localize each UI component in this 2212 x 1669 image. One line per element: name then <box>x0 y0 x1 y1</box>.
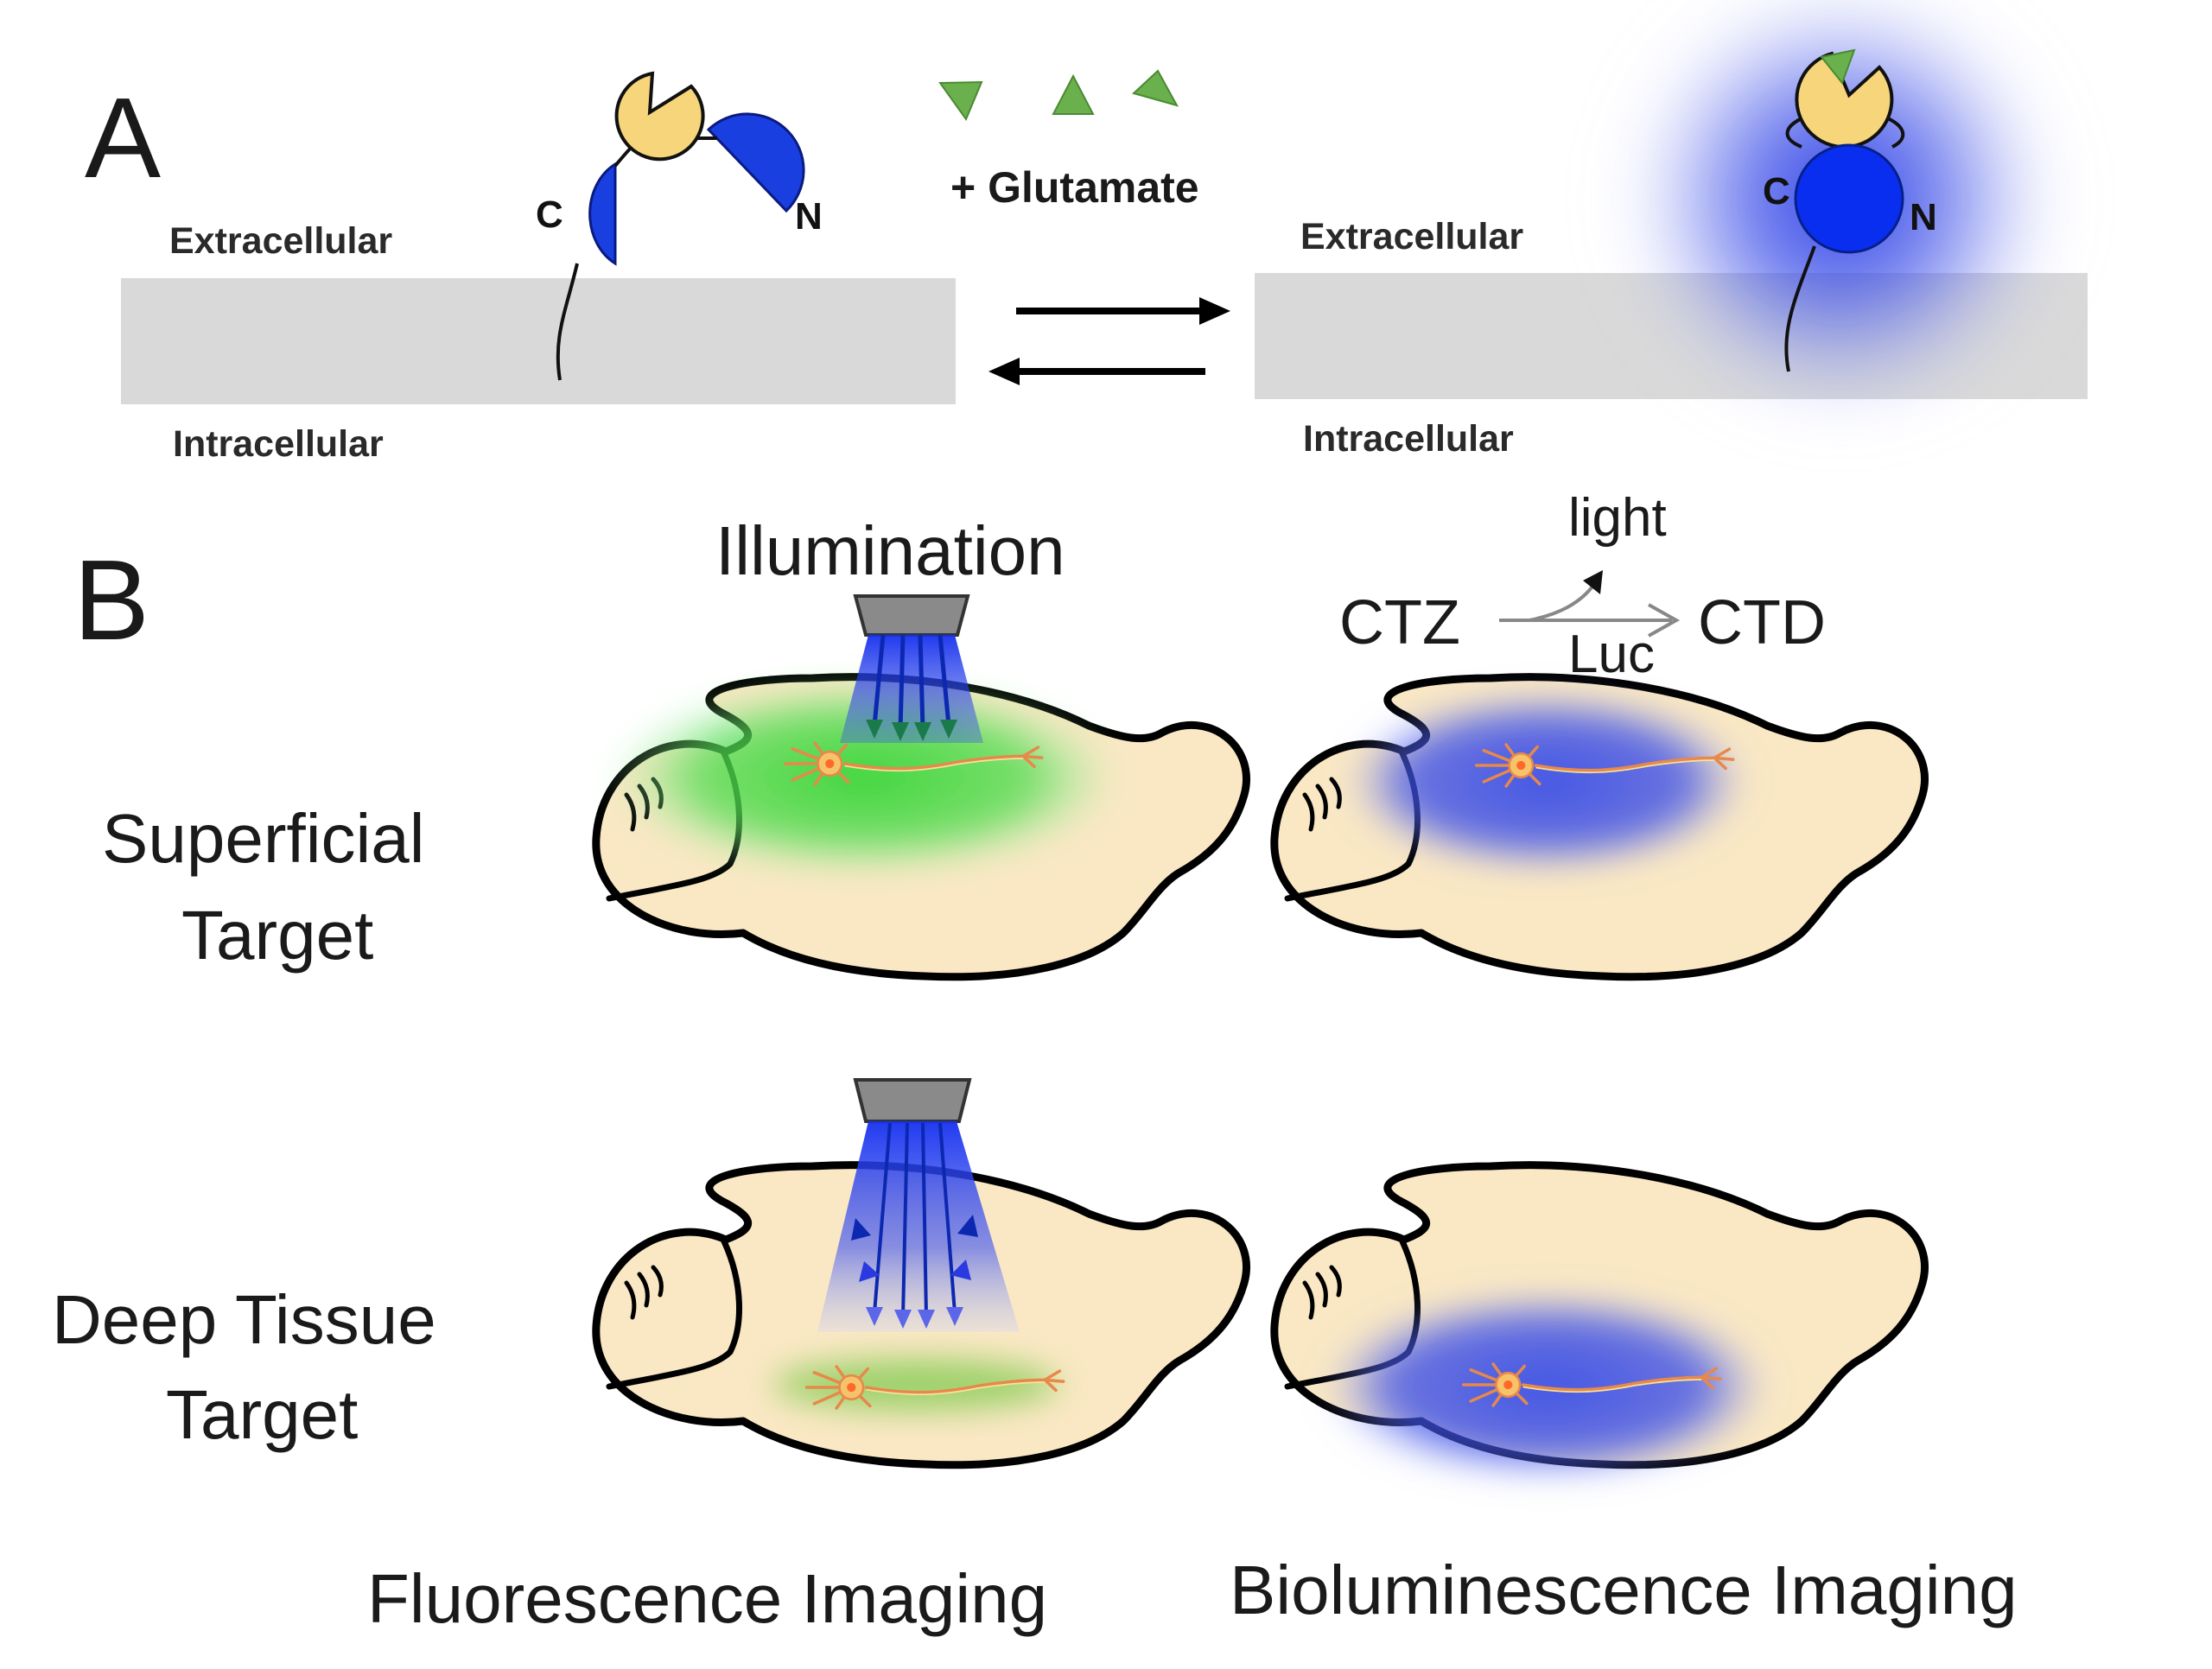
brain-bioluminescence-superficial <box>1274 677 1925 977</box>
panel-a-label: A <box>85 74 161 201</box>
cpgfp-closed <box>1794 143 1904 254</box>
reaction-substrate: CTZ <box>1339 588 1460 657</box>
equilibrium-arrows <box>988 297 1230 385</box>
n-terminus-label-right: N <box>1910 196 1937 238</box>
reaction-enzyme: Luc <box>1568 625 1655 684</box>
bioluminescence-glow-deep <box>1322 1291 1771 1482</box>
brain-fluorescence-superficial <box>596 594 1247 977</box>
glutamate-binding-domain-open <box>614 71 705 162</box>
row-label-deep-target: Target <box>166 1376 358 1453</box>
bound-glutamate <box>1820 48 1856 86</box>
fluorescence-glow-superficial <box>605 678 1123 877</box>
brain-bioluminescence-deep <box>1274 1165 1925 1482</box>
cpgfp-n-half <box>706 112 805 213</box>
sensor-unbound: C N <box>536 71 823 381</box>
extracellular-label-left: Extracellular <box>169 220 392 262</box>
panel-b-label: B <box>73 536 149 663</box>
row-label-superficial-target: Target <box>181 897 373 974</box>
intracellular-label-left: Intracellular <box>173 423 384 465</box>
reaction-product: CTD <box>1698 588 1826 657</box>
row-label-superficial: Superficial <box>102 800 425 877</box>
column-label-fluorescence: Fluorescence Imaging <box>367 1560 1047 1637</box>
bioluminescence-glow-superficial <box>1344 691 1750 873</box>
n-terminus-label-left: N <box>795 195 823 238</box>
glutamate-molecules <box>938 69 1179 122</box>
cpgfp-c-half <box>588 162 617 266</box>
membrane-left <box>121 278 956 404</box>
row-label-deep: Deep Tissue <box>52 1281 436 1358</box>
illumination-source-superficial <box>840 594 983 743</box>
column-label-bioluminescence: Bioluminescence Imaging <box>1230 1552 2018 1628</box>
c-terminus-label-left: C <box>536 194 563 236</box>
illumination-source-deep <box>817 1078 1020 1332</box>
glutamate-label: + Glutamate <box>950 163 1199 212</box>
glutamate-triangle <box>1052 73 1095 115</box>
c-terminus-label-right: C <box>1763 170 1790 213</box>
reaction-emission: light <box>1568 488 1667 548</box>
brain-fluorescence-deep <box>596 1078 1247 1465</box>
panel-b: B Illumination CTZ light Luc CTD Superfi… <box>52 488 2018 1637</box>
glutamate-triangle <box>1132 69 1179 107</box>
reaction-scheme: CTZ light Luc CTD <box>1339 488 1826 684</box>
glutamate-triangle <box>938 80 983 122</box>
illumination-label: Illumination <box>715 512 1065 589</box>
panel-a: A Extracellular Intracellular C N + Glut… <box>85 0 2088 465</box>
extracellular-label-right: Extracellular <box>1300 216 1523 257</box>
sensor-bound: C N <box>1763 48 1937 372</box>
intracellular-label-right: Intracellular <box>1303 418 1514 460</box>
